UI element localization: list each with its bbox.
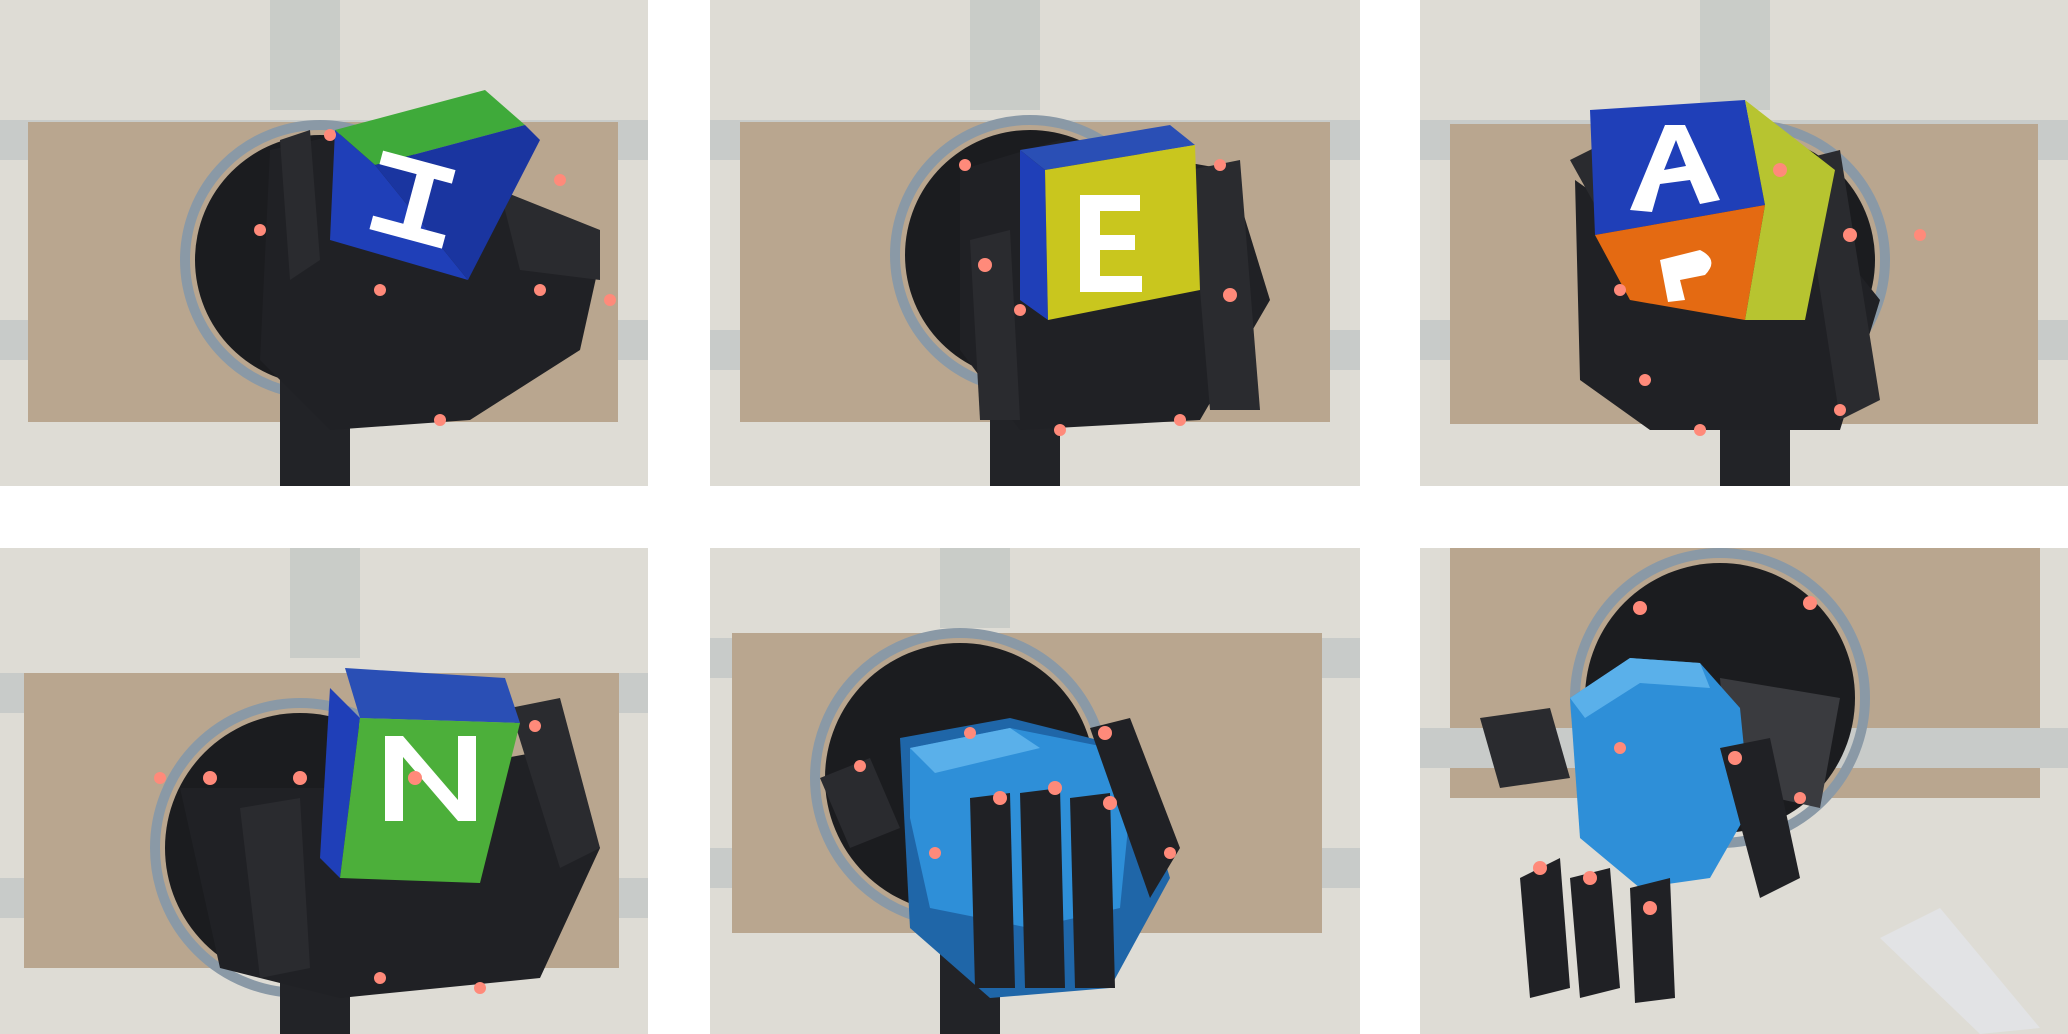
photo-panel-2 xyxy=(710,0,1360,486)
photo-panel-1 xyxy=(0,0,648,486)
photo-panel-6 xyxy=(1420,548,2068,1034)
robot-hand-letter-cube-photo xyxy=(0,548,648,1034)
photo-panel-4 xyxy=(0,548,648,1034)
robot-hand-letter-cube-photo xyxy=(1420,0,2068,486)
robot-hand-letter-cube-photo xyxy=(0,0,648,486)
robot-hand-octagonal-prism-photo xyxy=(710,548,1360,1034)
photo-panel-5 xyxy=(710,548,1360,1034)
photo-panel-3 xyxy=(1420,0,2068,486)
robot-hand-octagonal-prism-photo xyxy=(1420,548,2068,1034)
robot-hand-letter-cube-photo xyxy=(710,0,1360,486)
